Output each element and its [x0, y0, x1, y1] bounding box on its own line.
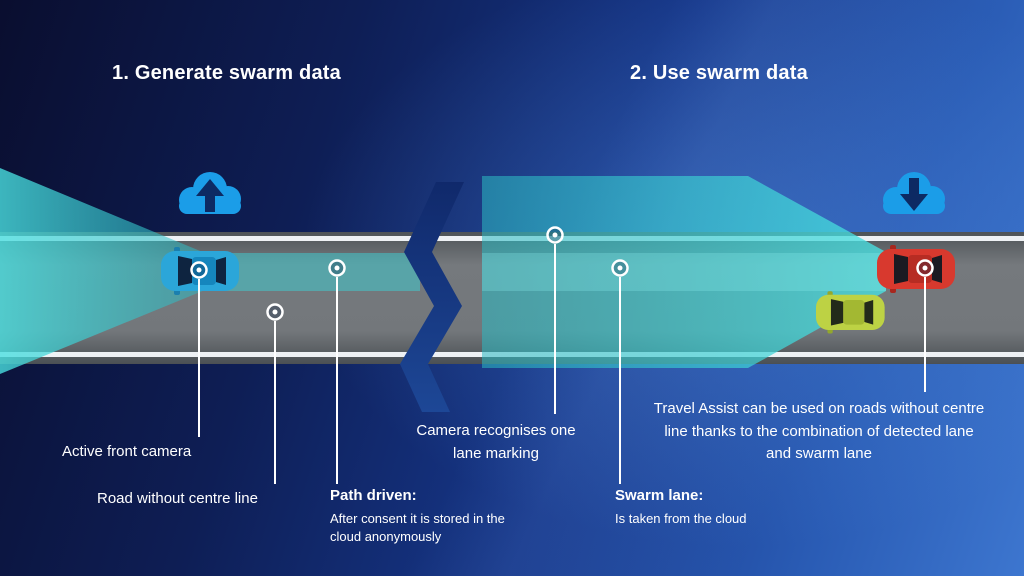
section-title-generate-swarm-data: 1. Generate swarm data	[112, 62, 341, 84]
label-camera-recognises: Camera recognises one lane marking	[416, 422, 576, 462]
marker-active-front-camera	[190, 261, 208, 437]
road-break-zigzag	[400, 182, 464, 412]
section-title-use-swarm-data: 2. Use swarm data	[630, 62, 808, 84]
label-travel-assist: Travel Assist can be used on roads witho…	[653, 400, 985, 462]
marker-travel-assist	[916, 259, 934, 392]
car-yellow-icon	[816, 291, 885, 334]
label-road-without-centre-line: Road without centre line	[97, 490, 258, 507]
label-swarm-lane-title: Swarm lane:	[615, 487, 704, 504]
callout-path-driven: Path driven: After consent it is stored …	[330, 487, 505, 545]
swarm-beam	[482, 176, 886, 368]
cloud-upload-icon	[179, 172, 241, 214]
cloud-download-icon	[883, 172, 945, 214]
swarm-lane-strip	[482, 253, 886, 291]
label-active-front-camera: Active front camera	[62, 443, 192, 460]
label-path-driven-description: After consent it is stored in the cloud …	[330, 511, 505, 544]
marker-road-without-centre-line	[266, 303, 284, 484]
marker-path-driven	[328, 259, 346, 484]
label-swarm-lane-description: Is taken from the cloud	[615, 511, 747, 526]
label-path-driven-title: Path driven:	[330, 487, 417, 504]
camera-cone-left	[0, 168, 205, 374]
marker-camera-recognises	[546, 226, 564, 414]
car-red-icon	[877, 245, 955, 293]
callout-markers	[190, 226, 934, 484]
callout-swarm-lane: Swarm lane: Is taken from the cloud	[615, 487, 747, 528]
marker-swarm-lane	[611, 259, 629, 484]
